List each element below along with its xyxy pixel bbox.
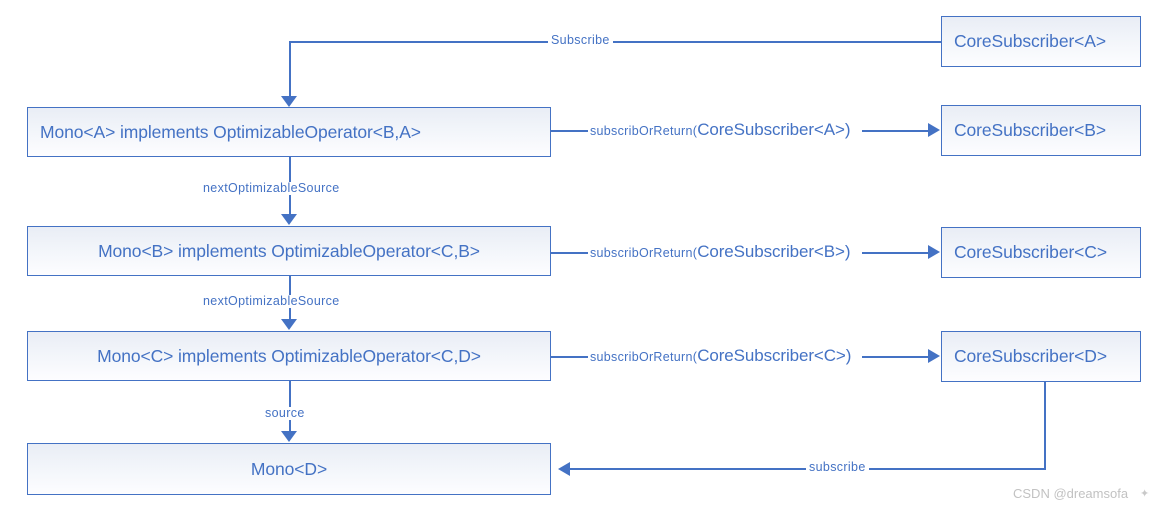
- edge-next-source-1-arrowhead: [281, 214, 297, 225]
- watermark-mark-icon: ✦: [1140, 488, 1150, 500]
- edge-label-sor-b-prefix: subscribOrReturn(: [590, 246, 698, 260]
- node-mono-b: Mono<B> implements OptimizableOperator<C…: [27, 226, 551, 276]
- node-core-subscriber-c: CoreSubscriber<C>: [941, 227, 1141, 278]
- watermark-text: CSDN @dreamsofa: [1013, 486, 1129, 501]
- edge-source-vertical: [289, 381, 291, 431]
- edge-sor-c-line-left: [551, 356, 621, 358]
- edge-label-sor-c-arg: CoreSubscriber<C>): [697, 346, 852, 365]
- edge-label-sor-a-prefix: subscribOrReturn(: [590, 124, 698, 138]
- edge-subscribe-top-arrowhead: [281, 96, 297, 107]
- edge-label-sor-b-arg: CoreSubscriber<B>): [697, 242, 851, 261]
- edge-label-sor-c-prefix: subscribOrReturn(: [590, 350, 698, 364]
- edge-sor-b-line-right: [862, 252, 929, 254]
- edge-sor-a-arrowhead: [928, 123, 940, 137]
- node-core-subscriber-d: CoreSubscriber<D>: [941, 331, 1141, 382]
- node-mono-a: Mono<A> implements OptimizableOperator<B…: [27, 107, 551, 157]
- edge-label-source: source: [262, 407, 308, 420]
- edge-label-subscribe-top: Subscribe: [548, 34, 613, 47]
- edge-label-next-optimizable-source-1: nextOptimizableSource: [200, 182, 343, 195]
- edge-subscribe-top-vertical: [289, 41, 291, 96]
- edge-subscribe-bottom-arrowhead: [558, 462, 570, 476]
- edge-sor-a-line-left: [551, 130, 621, 132]
- edge-next-source-2-arrowhead: [281, 319, 297, 330]
- edge-label-next-optimizable-source-2: nextOptimizableSource: [200, 295, 343, 308]
- edge-source-arrowhead: [281, 431, 297, 442]
- node-mono-d: Mono<D>: [27, 443, 551, 495]
- edge-sor-b-arrowhead: [928, 245, 940, 259]
- edge-sor-c-arrowhead: [928, 349, 940, 363]
- node-mono-c: Mono<C> implements OptimizableOperator<C…: [27, 331, 551, 381]
- edge-subscribe-top-horizontal: [289, 41, 941, 43]
- edge-sor-a-line-right: [862, 130, 929, 132]
- edge-label-subscribe-or-return-a: subscribOrReturn(CoreSubscriber<A>): [588, 120, 853, 139]
- edge-sor-b-line-left: [551, 252, 621, 254]
- edge-label-subscribe-bottom: subscribe: [806, 461, 869, 474]
- edge-label-subscribe-or-return-c: subscribOrReturn(CoreSubscriber<C>): [588, 346, 854, 365]
- node-core-subscriber-b: CoreSubscriber<B>: [941, 105, 1141, 156]
- node-core-subscriber-a: CoreSubscriber<A>: [941, 16, 1141, 67]
- edge-label-subscribe-or-return-b: subscribOrReturn(CoreSubscriber<B>): [588, 242, 853, 261]
- edge-label-sor-a-arg: CoreSubscriber<A>): [697, 120, 851, 139]
- edge-sor-c-line-right: [862, 356, 929, 358]
- edge-subscribe-bottom-vertical: [1044, 382, 1046, 469]
